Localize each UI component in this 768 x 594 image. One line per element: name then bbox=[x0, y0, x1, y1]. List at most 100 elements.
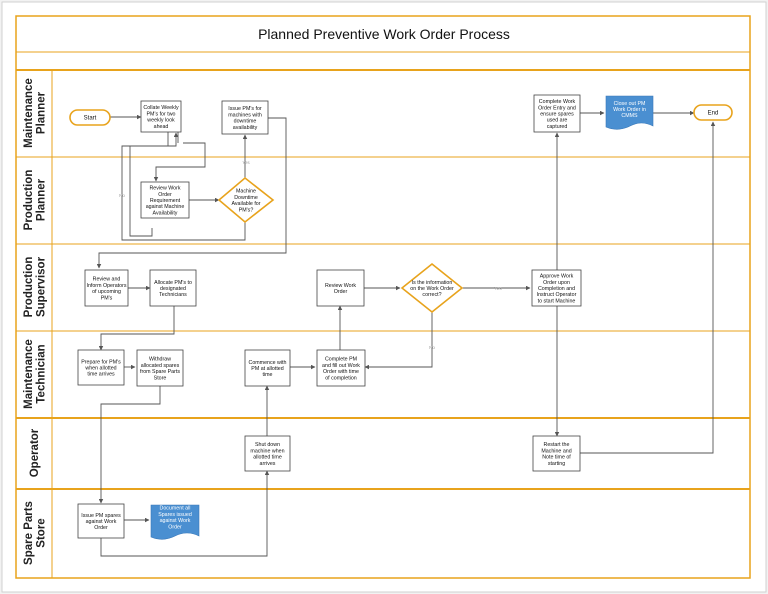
node-label-line: Work Order in bbox=[613, 107, 646, 113]
node-label-line: PM's bbox=[101, 295, 113, 301]
node-label-line: against Machine bbox=[146, 204, 185, 210]
edge-no-to-complete bbox=[364, 312, 433, 370]
node-label-line: Inform Operators bbox=[86, 283, 126, 289]
node-label-line: Allocate PM's to bbox=[154, 280, 192, 286]
node-label-line: Available for bbox=[231, 201, 260, 207]
end-terminator bbox=[693, 104, 733, 121]
edge-collate-to-review-req bbox=[153, 142, 206, 182]
document-spares-issued-document bbox=[150, 504, 200, 540]
edge-label-yes-info: Yes bbox=[494, 286, 502, 291]
node-label-start: Start bbox=[84, 116, 97, 122]
node-label-line: machines with bbox=[228, 112, 262, 118]
lane-label-line: Production bbox=[23, 170, 35, 231]
node-label-line: of completion bbox=[325, 375, 357, 381]
lane-label-line: Store bbox=[35, 518, 47, 547]
node-label-line: Instruct Operator bbox=[537, 292, 577, 298]
lane-label-line: Maintenance bbox=[23, 339, 35, 409]
node-label-line: availability bbox=[233, 125, 258, 131]
node-label-line: Withdraw bbox=[149, 357, 171, 363]
node-label-line: Issue PM's for bbox=[228, 106, 262, 112]
node-label-line: End bbox=[708, 111, 719, 117]
lane-label-3: MaintenanceTechnician bbox=[23, 339, 48, 409]
node-label-line: designated bbox=[160, 286, 186, 292]
node-label-line: allocated spares bbox=[141, 363, 180, 369]
edge-no-loop-to-collate bbox=[129, 132, 179, 237]
lane-label-4: Operator bbox=[29, 428, 41, 477]
node-label-line: Store bbox=[154, 375, 167, 381]
allocate-pms-box bbox=[149, 269, 197, 307]
node-label-line: Spares issued bbox=[158, 512, 192, 518]
node-label-line: Order bbox=[158, 192, 172, 198]
review-requirement-box bbox=[140, 181, 190, 219]
machine-downtime-decision bbox=[217, 176, 275, 224]
start-terminator bbox=[69, 109, 111, 126]
review-inform-operators-box bbox=[84, 269, 129, 307]
node-label-line: against Work bbox=[160, 518, 191, 524]
node-label-line: from Spare Parts bbox=[140, 369, 180, 375]
node-label-line: Availability bbox=[153, 210, 178, 216]
node-label-line: Shut down bbox=[255, 442, 280, 448]
shut-down-machine-box bbox=[244, 435, 291, 472]
information-correct-decision bbox=[400, 262, 464, 314]
node-label-line: PM at allotted bbox=[251, 366, 283, 372]
node-label-line: and fill out Work bbox=[322, 363, 360, 369]
lane-label-line: Supervisor bbox=[35, 256, 47, 317]
issue-pms-box bbox=[221, 100, 269, 135]
node-label-line: Review and bbox=[93, 277, 121, 283]
node-label-line: Technicians bbox=[159, 292, 187, 298]
node-label-line: CMMS bbox=[621, 113, 638, 119]
node-label-line: Order Entry and bbox=[538, 105, 576, 111]
node-label-line: Collate Weekly bbox=[143, 105, 179, 111]
node-label-line: to start Machine bbox=[538, 298, 576, 304]
withdraw-spares-box bbox=[136, 349, 184, 387]
edge-allocate-to-prepare bbox=[98, 306, 175, 351]
node-label-line: Downtime bbox=[234, 195, 258, 201]
edge-issue-to-review-inform bbox=[96, 117, 287, 269]
node-label-line: Order with time bbox=[323, 369, 359, 375]
lane-label-1: ProductionPlanner bbox=[23, 170, 48, 231]
lane-label-line: Technician bbox=[35, 344, 47, 403]
diagram-frame bbox=[15, 15, 751, 579]
node-label-line: Prepare for PM's bbox=[81, 359, 121, 365]
diagram-title: Planned Preventive Work Order Process bbox=[258, 26, 510, 42]
lane-label-line: Spare Parts bbox=[23, 501, 35, 565]
edge-withdraw-to-issue-spares bbox=[98, 386, 161, 504]
node-label-line: starting bbox=[548, 461, 565, 467]
commence-pm-box bbox=[244, 349, 291, 387]
lane-label-line: Maintenance bbox=[23, 78, 35, 148]
node-label-line: Machine bbox=[236, 189, 256, 195]
node-label-line: when allotted bbox=[85, 366, 116, 372]
node-label-line: weekly look bbox=[147, 118, 175, 124]
node-label-line: Machine and bbox=[541, 448, 571, 454]
collate-weekly-pms-box bbox=[140, 100, 182, 133]
edge-restart-to-end bbox=[580, 121, 716, 454]
node-label-line: Requirement bbox=[150, 198, 181, 204]
node-label-end: End bbox=[708, 111, 719, 117]
node-label-line: on the Work Order bbox=[410, 286, 454, 292]
node-label-line: PM's? bbox=[239, 207, 254, 213]
node-label-line: Document all bbox=[160, 506, 191, 512]
node-label-line: Complete Work bbox=[539, 99, 576, 105]
node-label-line: PM's for two bbox=[147, 111, 176, 117]
flow-nodes bbox=[69, 94, 733, 540]
edge-collate-to-downtime bbox=[121, 132, 246, 241]
node-label-line: correct? bbox=[422, 292, 441, 298]
node-label-line: Order bbox=[94, 525, 108, 531]
node-label-line: ahead bbox=[154, 124, 169, 130]
lane-label-line: Operator bbox=[29, 428, 41, 477]
